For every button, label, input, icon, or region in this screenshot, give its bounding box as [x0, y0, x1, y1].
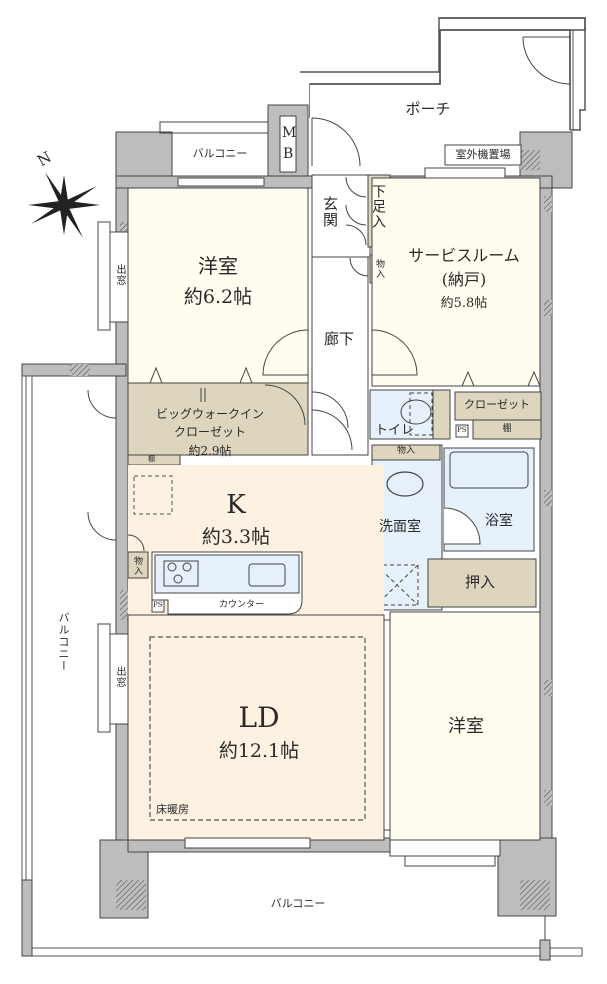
toilet-label: トイレ — [375, 423, 415, 438]
wic-door-marks — [149, 366, 541, 402]
wic-line2: クローゼット — [173, 425, 247, 439]
compass-icon — [28, 172, 100, 238]
hallway-storage-label: 物入 — [374, 259, 384, 279]
bathroom-label: 浴室 — [485, 513, 513, 529]
balcony-north-label: バルコニー — [192, 147, 248, 160]
wic-shelf-label: 棚 — [148, 455, 155, 463]
mb-label-2: B — [283, 146, 294, 162]
walk-in-closet-floor — [127, 382, 309, 456]
balcony-south-rail — [21, 879, 583, 961]
western-room-2-name: 洋室 — [448, 716, 484, 737]
closet-ps-label: PS — [457, 426, 467, 434]
outdoor-unit-area — [444, 144, 522, 166]
bathtub — [449, 451, 529, 489]
sink — [248, 563, 286, 587]
mb-label-1: M — [282, 125, 297, 141]
living-dining-area: 約12.1帖 — [218, 740, 300, 762]
western-room-1-name: 洋室 — [198, 254, 238, 278]
shoe-box-label: 下足入 — [370, 184, 386, 229]
service-room-sub: (納戸) — [441, 270, 487, 289]
closet-floor — [454, 391, 542, 421]
shelf-floor — [472, 419, 542, 440]
hatch-marks — [70, 150, 552, 910]
wic-line1: ビッグウォークイン — [155, 407, 265, 421]
western-room-2-floor — [389, 611, 541, 841]
hallway-floor — [311, 256, 369, 456]
balcony-west-label: バルコニー — [57, 612, 70, 672]
wic-area: 約2.9帖 — [188, 444, 232, 458]
living-dining-name: LD — [238, 701, 280, 734]
service-room-area: 約5.8帖 — [440, 296, 488, 311]
porch-label: ポーチ — [405, 100, 451, 118]
bay-window-ld-label: 出窓 — [114, 666, 125, 688]
door-swings — [87, 117, 418, 552]
kitchen-storage — [127, 551, 149, 579]
kitchen-dashed-area — [133, 475, 173, 515]
kitchen-area: 約3.3帖 — [201, 526, 271, 548]
western-room-1-floor — [127, 187, 309, 384]
washroom-label: 洗面室 — [379, 519, 421, 535]
windows — [177, 167, 506, 867]
kitchen-ps — [151, 599, 165, 613]
living-dining-floor — [127, 614, 385, 841]
kitchen-storage-label: 物入 — [132, 556, 142, 576]
washroom-storage — [371, 444, 441, 461]
western-room-1-area: 約6.2帖 — [183, 286, 253, 308]
outdoor-unit-label: 室外機置場 — [455, 148, 511, 161]
floor-heating-label: 床暖房 — [156, 803, 189, 816]
oshiire-label: 押入 — [464, 573, 496, 591]
bay-window-room1-label: 出窓 — [114, 264, 125, 286]
ps-box — [455, 424, 469, 438]
bay-window-room1 — [97, 221, 129, 331]
oshiire-floor — [427, 558, 537, 608]
balcony-south-label: バルコニー — [270, 897, 326, 910]
counter-label: カウンター — [219, 600, 265, 610]
kitchen-name: K — [226, 490, 246, 520]
stove — [163, 560, 199, 587]
bay-window-ld — [97, 623, 129, 733]
closet-shelf-label: 棚 — [502, 424, 512, 434]
floor-heating-area — [149, 636, 366, 821]
entrance-floor — [311, 174, 371, 258]
kitchen-ps-label: PS — [153, 601, 163, 609]
service-room-floor — [371, 177, 541, 387]
service-room-name: サービスルーム — [408, 246, 520, 265]
washroom-storage-label: 物入 — [396, 446, 416, 456]
balcony-north — [171, 132, 269, 177]
entrance-label: 玄関 — [321, 196, 339, 228]
closet-label: クローゼット — [464, 398, 530, 411]
hallway-label: 廊下 — [324, 330, 355, 348]
balcony-west — [21, 375, 33, 949]
